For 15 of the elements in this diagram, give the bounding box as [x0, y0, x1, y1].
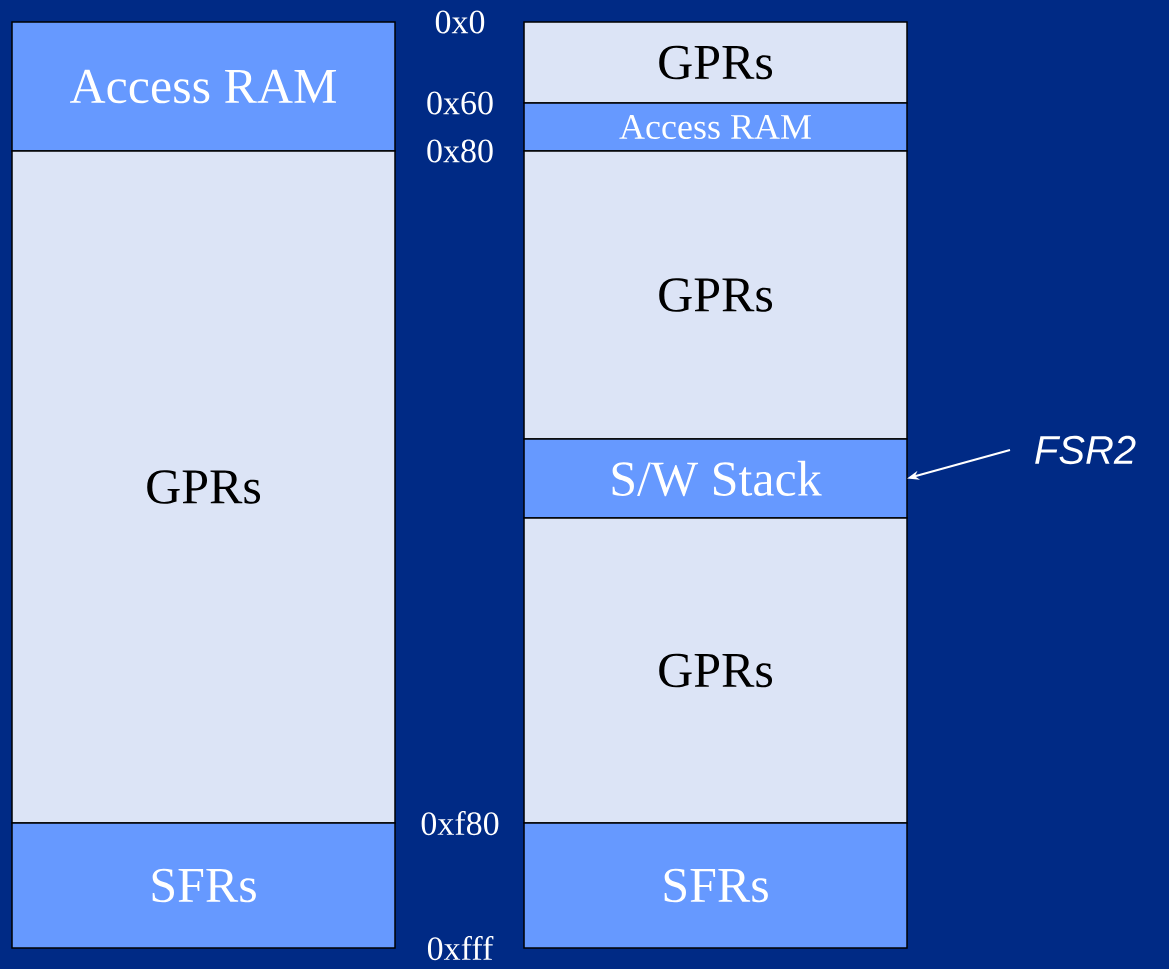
- address-label: 0x0: [435, 10, 485, 34]
- memory-region: GPRs: [523, 150, 908, 440]
- address-label: 0xf80: [421, 810, 499, 836]
- memory-region: Access RAM: [11, 21, 396, 152]
- pointer-label: FSR2: [1035, 435, 1136, 465]
- memory-region: S/W Stack: [523, 438, 908, 519]
- address-label: 0x80: [427, 139, 493, 163]
- memory-region: GPRs: [523, 517, 908, 824]
- address-label: 0xfff: [427, 935, 494, 961]
- address-label: 0x60: [427, 91, 493, 115]
- memory-region: Access RAM: [523, 102, 908, 152]
- memory-region: SFRs: [523, 822, 908, 949]
- memory-region: SFRs: [11, 822, 396, 949]
- memory-region: GPRs: [523, 21, 908, 104]
- memory-region: GPRs: [11, 150, 396, 824]
